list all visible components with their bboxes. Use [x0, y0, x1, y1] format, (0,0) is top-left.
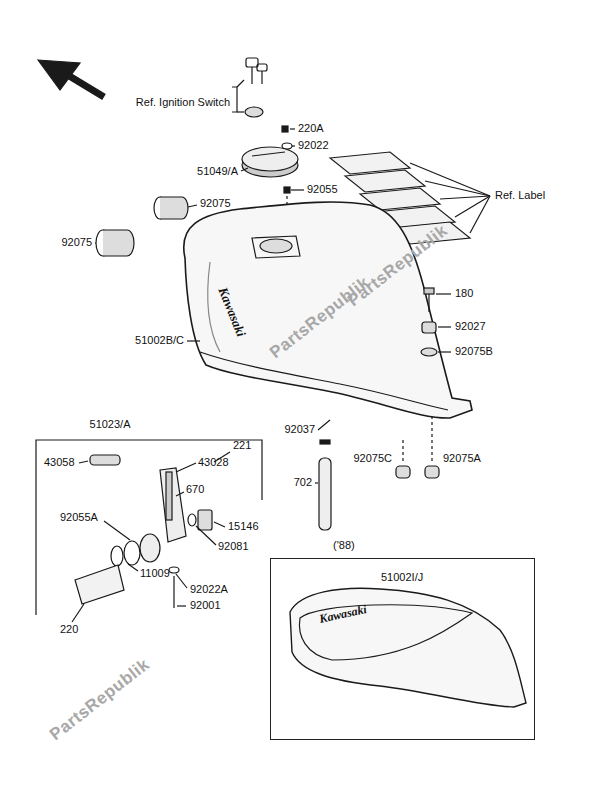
- callout-number: 180: [455, 287, 473, 300]
- callout-number: 92055: [307, 183, 338, 196]
- watermark: PartsRepublik: [46, 655, 154, 745]
- hose: [315, 420, 331, 530]
- callout-number: 220A: [298, 122, 324, 135]
- callout-number: 220: [60, 623, 78, 636]
- brand-logo: Kawasaki: [318, 602, 368, 626]
- callout-number: 92075A: [443, 452, 481, 465]
- callout-number: 92027: [455, 320, 486, 333]
- callout-number: 92075C: [353, 452, 392, 465]
- assembly-bracket: [36, 440, 262, 615]
- callout-number: 43058: [44, 456, 75, 469]
- reference-label: Ref. Ignition Switch: [136, 96, 230, 109]
- callout-number: 670: [186, 483, 204, 496]
- bolt-washer: [282, 126, 295, 149]
- fuel-tank: [184, 202, 472, 418]
- callout-number: 92037: [284, 423, 315, 436]
- direction-arrow: [38, 60, 104, 97]
- callout-number: 51049/A: [197, 165, 238, 178]
- ignition-switch: [232, 58, 267, 117]
- callout-number: 51002I/J: [381, 571, 423, 584]
- year-heading: ('88): [333, 539, 355, 552]
- grommet: [396, 416, 439, 478]
- callout-number: 221: [233, 439, 251, 452]
- inset-box: ('88)51002I/JKawasaki: [270, 558, 535, 740]
- callout-number: 92075B: [455, 345, 493, 358]
- callout-number: 15146: [228, 520, 259, 533]
- callout-number: 92001: [190, 599, 221, 612]
- fuel-cap: [241, 147, 298, 177]
- callout-number: 92022A: [190, 583, 228, 596]
- mounting-bolt: [421, 288, 451, 356]
- callout-number: 92075: [200, 197, 231, 210]
- callout-number: 43028: [198, 456, 229, 469]
- reference-label: Ref. Label: [495, 189, 545, 202]
- inset-tank: [290, 588, 526, 707]
- callout-number: 11009: [140, 567, 170, 580]
- callout-number: 92055A: [60, 511, 98, 524]
- rubber-damper: [95, 197, 197, 256]
- callout-number: 92081: [218, 540, 249, 553]
- callout-number: 51023/A: [90, 418, 131, 431]
- callout-number: 702: [294, 476, 312, 489]
- fuel-petcock: [72, 452, 230, 622]
- callout-number: 92075: [61, 236, 92, 249]
- callout-number: 92022: [298, 139, 329, 152]
- callout-number: 51002B/C: [135, 334, 184, 347]
